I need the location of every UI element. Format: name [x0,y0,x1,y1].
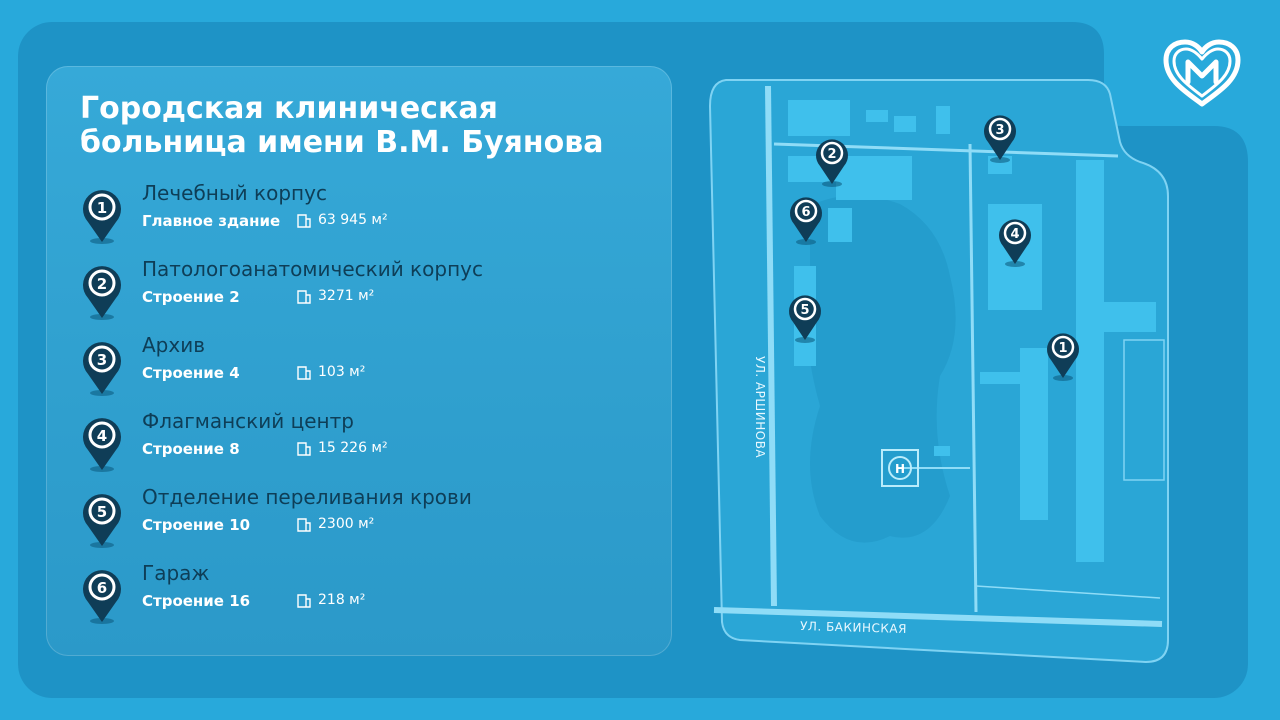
building-item-1[interactable]: 1 Лечебный корпус Главное здание 63 945 … [76,181,656,254]
building-area: 15 226 м² [318,440,388,456]
building-name: Лечебный корпус [142,181,327,205]
map-pin-icon[interactable]: 1 [1047,333,1079,381]
map-pin-icon: 1 [76,182,128,246]
pin-number: 5 [800,303,809,318]
road-bakinskaya [713,607,1163,627]
inner-road [968,143,978,613]
pin-number: 6 [801,205,810,220]
pin-number: 5 [97,503,107,521]
park-area [806,195,956,543]
buildings-layer [788,100,1156,562]
building-structure: Строение 8 [142,440,240,458]
floor-plan-icon [297,290,311,304]
info-card [46,66,672,656]
building-name: Флагманский центр [142,409,354,433]
building-structure: Строение 4 [142,364,240,382]
map-pin-icon: 2 [76,258,128,322]
side-block [1123,339,1165,481]
building-structure: Строение 16 [142,592,251,610]
building-area: 63 945 м² [318,212,388,228]
pin-number: 1 [97,199,107,217]
map-pin-icon: 6 [76,562,128,626]
building-structure: Строение 2 [142,288,240,306]
floor-plan-icon [297,214,311,228]
map-pin-icon: 5 [76,486,128,550]
building-area: 2300 м² [318,516,375,532]
street-label-arshinova: УЛ. АРШИНОВА [753,356,767,458]
building-structure: Главное здание [142,212,281,230]
building-item-3[interactable]: 3 Архив Строение 4 103 м² [76,333,656,406]
hospital-site-map: H УЛ. АРШИНОВА УЛ. БАКИНСКАЯ 1 2 3 4 5 [708,79,1169,664]
page-title: Городская клиническая больница имени В.М… [80,91,604,160]
building-item-4[interactable]: 4 Флагманский центр Строение 8 15 226 м² [76,409,656,482]
helipad-icon: H [881,449,919,487]
pin-number: 2 [97,275,107,293]
building-name: Архив [142,333,205,357]
building-item-2[interactable]: 2 Патологоанатомический корпус Строение … [76,257,656,330]
building-name: Гараж [142,561,210,585]
pin-number: 2 [827,147,836,162]
helipad-label: H [895,462,905,476]
pin-number: 3 [97,351,107,369]
inner-road [975,585,1161,599]
road-arshinova [765,85,777,607]
floor-plan-icon [297,366,311,380]
floor-plan-icon [297,518,311,532]
building-structure: Строение 10 [142,516,251,534]
map-pin-icon: 3 [76,334,128,398]
building-area: 3271 м² [318,288,375,304]
hospital-logo [1158,38,1246,108]
building-name: Патологоанатомический корпус [142,257,483,281]
map-pin-icon[interactable]: 5 [789,295,821,343]
floor-plan-icon [297,442,311,456]
street-label-bakinskaya: УЛ. БАКИНСКАЯ [800,619,907,636]
building-area: 103 м² [318,364,366,380]
map-pin-icon: 4 [76,410,128,474]
building-item-5[interactable]: 5 Отделение переливания крови Строение 1… [76,485,656,558]
pin-number: 6 [97,579,107,597]
building-item-6[interactable]: 6 Гараж Строение 16 218 м² [76,561,656,634]
map-pin-icon[interactable]: 6 [790,197,822,245]
map-pin-icon[interactable]: 2 [816,139,848,187]
pin-number: 1 [1058,341,1067,356]
map-pin-icon[interactable]: 4 [999,219,1031,267]
map-pin-icon[interactable]: 3 [984,115,1016,163]
pin-number: 4 [1010,227,1019,242]
heart-m-logo-icon [1163,39,1241,107]
building-name: Отделение переливания крови [142,485,472,509]
floor-plan-icon [297,594,311,608]
pin-number: 3 [995,123,1004,138]
pin-number: 4 [97,427,107,445]
building-area: 218 м² [318,592,366,608]
